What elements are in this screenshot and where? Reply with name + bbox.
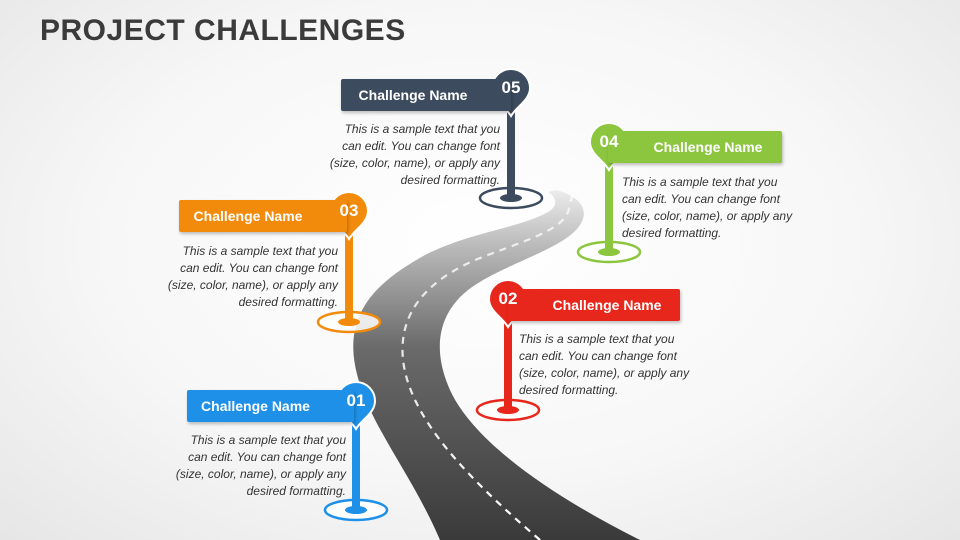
road	[353, 190, 640, 540]
challenge-1-label: Challenge Name	[187, 390, 354, 422]
challenge-3-pole	[345, 221, 353, 322]
challenge-4-label: Challenge Name	[608, 131, 782, 163]
challenge-3-number: 03	[339, 201, 359, 220]
challenge-1-number: 01	[346, 391, 366, 410]
challenge-3-label: Challenge Name	[179, 200, 347, 232]
challenge-2-pole	[504, 309, 512, 410]
challenge-4-text: This is a sample text that you can edit.…	[622, 175, 793, 240]
challenge-5-pole	[507, 98, 515, 198]
challenge-4-name: Challenge Name	[653, 139, 763, 155]
page-title: PROJECT CHALLENGES	[40, 14, 406, 47]
challenge-5-number: 05	[501, 78, 521, 97]
challenge-3-text: This is a sample text that you can edit.…	[167, 244, 338, 309]
road-center-line	[401, 179, 586, 540]
challenge-2-name: Challenge Name	[552, 297, 662, 313]
challenge-1-name: Challenge Name	[201, 398, 310, 414]
challenge-2-text: This is a sample text that you can edit.…	[519, 332, 690, 397]
challenge-4-number: 04	[599, 132, 619, 151]
challenge-3-name: Challenge Name	[193, 208, 303, 224]
challenge-5-text: This is a sample text that you can edit.…	[329, 122, 500, 187]
challenge-2-label: Challenge Name	[508, 289, 680, 321]
challenge-2-number: 02	[498, 289, 518, 308]
challenge-2-marker	[475, 279, 541, 422]
challenge-4-pole	[605, 152, 613, 252]
challenge-1-pole	[352, 411, 360, 510]
challenge-1-text: This is a sample text that you can edit.…	[175, 433, 346, 498]
challenge-5-name: Challenge Name	[358, 87, 468, 103]
challenge-5-label: Challenge Name	[341, 79, 511, 111]
